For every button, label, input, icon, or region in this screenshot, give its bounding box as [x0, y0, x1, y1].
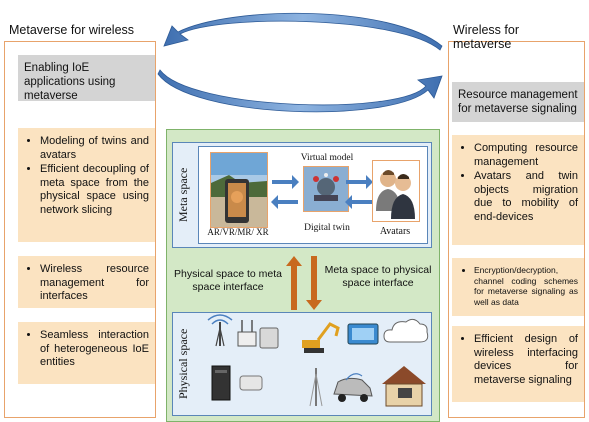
twin-sync-arrows-left — [271, 175, 299, 209]
right-subtitle-text: Resource management for metaverse signal… — [458, 89, 578, 115]
right-bullet-box-2: Encryption/decryption, channel coding sc… — [452, 258, 584, 316]
physical-space-label: Physical space — [176, 328, 190, 400]
up-interface-label: Physical space to meta space interface — [174, 268, 282, 293]
right-arrow-icon — [346, 175, 373, 189]
up-arrow-icon — [286, 256, 302, 310]
left-title-text: Metaverse for wireless — [9, 23, 135, 37]
left-arrow-icon — [345, 195, 372, 209]
right-bullet-box-3: Efficient design of wireless interfacing… — [452, 326, 584, 402]
cell-tower-icon — [309, 368, 323, 407]
left-bullet-item: Modeling of twins and avatars — [40, 135, 149, 162]
left-subtitle-text: Enabling IoE applications using metavers… — [24, 62, 116, 102]
right-title-text: Wireless for metaverse — [453, 23, 519, 51]
mini-pc-icon — [239, 375, 263, 391]
cloud-icon — [383, 318, 429, 343]
left-bullet-item: Efficient decoupling of meta space from … — [40, 163, 149, 217]
excavator-icon — [302, 322, 340, 353]
top-arrow — [163, 12, 443, 51]
right-title: Wireless for metaverse — [448, 20, 585, 51]
meta-space-label: Meta space — [176, 167, 190, 223]
right-bullet-item: Computing resource management — [474, 142, 578, 169]
smart-home-icon — [382, 366, 426, 407]
avatars-frame — [372, 160, 420, 222]
bottom-arrow — [157, 69, 443, 113]
router-icon — [237, 320, 257, 347]
left-bullet-item: Wireless resource management for interfa… — [40, 263, 149, 304]
ar-label: AR/VR/MR/ XR — [207, 227, 269, 237]
interface-arrows — [286, 256, 322, 310]
down-arrow-icon — [306, 256, 322, 310]
digital-twin-frame — [303, 166, 349, 212]
left-arrow-icon — [271, 195, 298, 209]
antenna-tower-icon — [207, 314, 233, 347]
right-subtitle-box: Resource management for metaverse signal… — [452, 82, 584, 122]
twin-sync-arrows-right — [345, 175, 373, 209]
car-icon — [333, 373, 373, 402]
physical-devices — [207, 314, 429, 407]
left-bullet-box-3: Seamless interaction of heterogeneous Io… — [18, 322, 155, 384]
left-bullet-box-1: Modeling of twins and avatars Efficient … — [18, 128, 155, 242]
ar-phone-icon — [211, 153, 267, 227]
cycle-arrows — [157, 12, 443, 113]
smart-display-icon — [347, 323, 379, 345]
right-arrow-icon — [272, 175, 299, 189]
right-bullet-item: Avatars and twin objects migration due t… — [474, 170, 578, 224]
left-title: Metaverse for wireless — [4, 20, 156, 42]
ar-photo-frame — [210, 152, 268, 228]
avatars-icon — [376, 170, 415, 219]
right-bullet-item: Encryption/decryption, channel coding sc… — [474, 265, 578, 307]
right-bullet-box-1: Computing resource management Avatars an… — [452, 135, 584, 245]
virtual-model-label: Virtual model — [300, 153, 354, 163]
digital-twin-label: Digital twin — [304, 223, 350, 233]
digital-twin-icon — [304, 167, 348, 211]
left-bullet-box-2: Wireless resource management for interfa… — [18, 256, 155, 308]
left-bullet-item: Seamless interaction of heterogeneous Io… — [40, 329, 149, 370]
right-bullet-item: Efficient design of wireless interfacing… — [474, 333, 578, 387]
avatars-label: Avatars — [379, 226, 411, 237]
left-subtitle-box: Enabling IoE applications using metavers… — [18, 55, 155, 102]
gateway-icon — [259, 327, 279, 349]
server-icon — [211, 365, 231, 401]
down-interface-label: Meta space to physical space interface — [324, 264, 432, 289]
